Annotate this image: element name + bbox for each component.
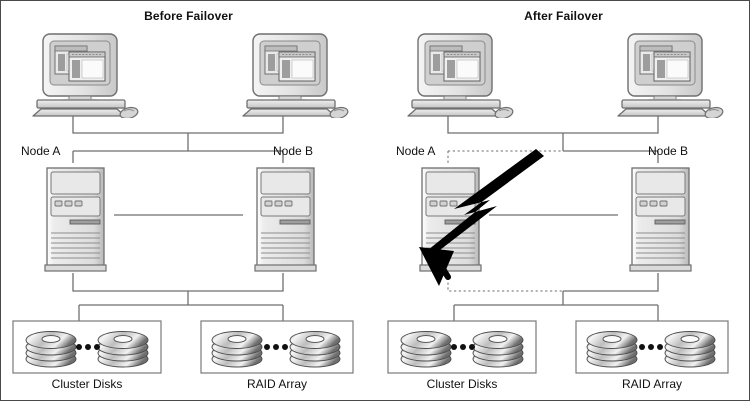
ellipsis-dots-icon (76, 344, 100, 350)
cluster-disks-label-after: Cluster Disks (426, 377, 498, 391)
cluster-disks-enclosure-before (12, 320, 162, 374)
panel-before-graphics (12, 33, 354, 374)
raid-array-label-after: RAID Array (621, 377, 682, 391)
server-node-b-after (629, 167, 692, 272)
network-links-before (72, 113, 284, 321)
node-b-label-before: Node B (273, 144, 314, 158)
node-a-label-before: Node A (21, 144, 61, 158)
node-b-label-after: Node B (648, 144, 689, 158)
server-node-a-before (44, 167, 107, 272)
raid-array-enclosure-before (200, 320, 354, 374)
raid-array-enclosure-after (575, 320, 729, 374)
workstation-b-before (242, 33, 349, 118)
ellipsis-dots-icon (639, 344, 663, 350)
ellipsis-dots-icon (264, 344, 288, 350)
lightning-bolt-arrow-icon (419, 149, 544, 286)
panel-after-graphics (387, 33, 729, 374)
workstation-a-before (32, 33, 139, 118)
ellipsis-dots-icon (451, 344, 475, 350)
panel-before-failover: Before Failover (1, 1, 376, 400)
cluster-disks-label-before: Cluster Disks (51, 377, 123, 391)
server-node-b-before (254, 167, 317, 272)
workstation-a-after (407, 33, 514, 118)
raid-array-label-before: RAID Array (246, 377, 307, 391)
network-links-after (447, 113, 659, 321)
cluster-disks-enclosure-after (387, 320, 537, 374)
panel-title-after: After Failover (524, 9, 603, 23)
workstation-b-after (617, 33, 724, 118)
panel-title-before: Before Failover (144, 9, 233, 23)
node-a-label-after: Node A (396, 144, 436, 158)
panel-after-failover: After Failover (376, 1, 749, 400)
